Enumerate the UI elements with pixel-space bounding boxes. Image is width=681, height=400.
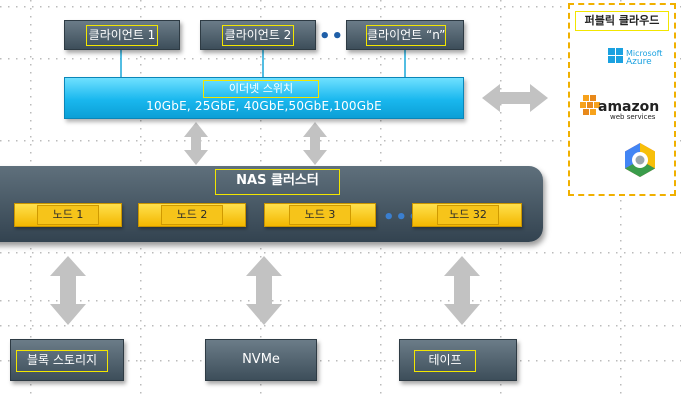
azure-line1: Microsoft	[626, 49, 663, 58]
azure-line2: Azure	[626, 57, 652, 67]
aws-logo-icon[interactable]	[580, 93, 600, 117]
node-label-1: 노드 1	[37, 205, 99, 225]
aws-logo-text: amazon	[598, 99, 660, 115]
aws-logo-subtext: web services	[610, 113, 656, 121]
node-1[interactable]: 노드 1	[14, 203, 122, 227]
node-label-3: 노드 3	[289, 205, 351, 225]
ethernet-switch[interactable]: 이더넷 스위치 10GbE, 25GbE, 40GbE,50GbE,100GbE	[64, 77, 464, 119]
storage-tape[interactable]: 테이프	[399, 339, 517, 381]
client-box-n[interactable]: 클라이언트 “n”	[346, 20, 464, 50]
cloud-title-box	[575, 11, 669, 31]
storage-block[interactable]: 블록 스토리지	[10, 339, 124, 381]
client-box-2[interactable]: 클라이언트 2	[200, 20, 316, 50]
client-box-1[interactable]: 클라이언트 1	[64, 20, 180, 50]
nodes-ellipsis: •••	[383, 207, 421, 228]
cluster-title: NAS 클러스터	[215, 169, 340, 195]
google-cloud-logo-icon[interactable]	[622, 142, 658, 178]
node-label-32: 노드 32	[437, 205, 499, 225]
client-label-1: 클라이언트 1	[86, 25, 158, 46]
node-32[interactable]: 노드 32	[412, 203, 522, 227]
switch-speeds: 10GbE, 25GbE, 40GbE,50GbE,100GbE	[146, 99, 382, 113]
storage-label-tape: 테이프	[414, 350, 476, 372]
cluster-storage-arrow-1	[50, 256, 86, 325]
node-3[interactable]: 노드 3	[264, 203, 376, 227]
cluster-storage-arrow-3	[444, 256, 480, 325]
client-label-n: 클라이언트 “n”	[366, 25, 446, 46]
node-2[interactable]: 노드 2	[138, 203, 246, 227]
switch-cloud-arrow	[482, 84, 548, 112]
switch-cluster-arrow-right	[303, 122, 327, 165]
azure-logo-icon[interactable]	[608, 48, 624, 64]
storage-label-block: 블록 스토리지	[16, 350, 108, 372]
client-label-2: 클라이언트 2	[222, 25, 294, 46]
storage-nvme[interactable]: NVMe	[205, 339, 317, 381]
cloud-title: 퍼블릭 클라우드	[584, 14, 660, 27]
azure-logo-text: Microsoft Azure	[626, 49, 662, 67]
switch-cluster-arrow-left	[184, 122, 208, 165]
cluster-storage-arrow-2	[246, 256, 282, 325]
node-label-2: 노드 2	[161, 205, 223, 225]
switch-title: 이더넷 스위치	[203, 80, 319, 98]
storage-label-nvme: NVMe	[242, 352, 280, 367]
